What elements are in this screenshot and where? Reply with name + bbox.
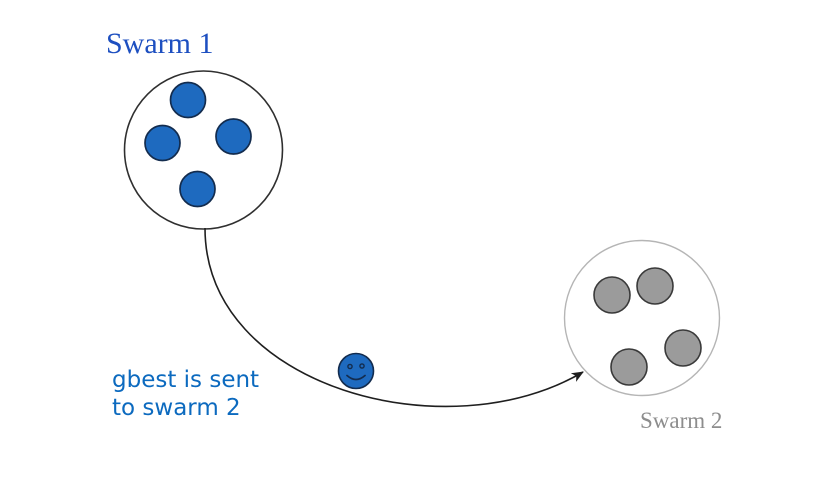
swarm-2-particle [593,276,631,314]
smiley-left-eye [347,363,353,370]
swarm-2-particle [636,267,674,305]
swarm-1-particle [215,118,252,155]
gbest-annotation: gbest is sent to swarm 2 [112,367,259,421]
swarm-1-group: Swarm 1 [106,27,284,230]
swarm-1-particle [179,170,216,208]
swarm-1-label: Swarm 1 [106,27,214,60]
gbest-transfer-arrow [204,227,584,408]
smiley-face-circle [337,352,375,390]
smiley-face-icon [337,352,375,390]
swarm-2-particle [664,329,702,367]
smiley-right-eye [359,363,365,369]
swarm-2-group: Swarm 2 [563,239,722,433]
smiley-mouth [346,374,366,381]
swarm-1-particle [144,124,181,162]
swarm-2-label: Swarm 2 [640,408,722,433]
swarm-2-particle [610,348,648,386]
swarm-1-circle [123,70,284,230]
annotation-line-2: to swarm 2 [112,395,241,421]
annotation-line-1: gbest is sent [112,367,259,393]
swarm-1-particle [169,81,207,119]
